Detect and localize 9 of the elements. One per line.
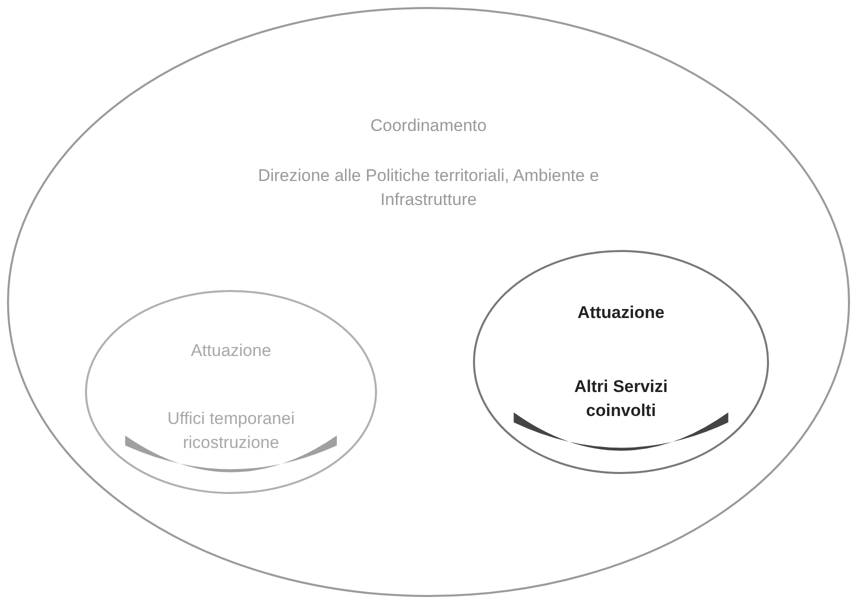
ellipse-heading: Coordinamento [369, 115, 488, 137]
ellipse-heading: Attuazione [190, 340, 272, 362]
ellipse-text: Uffici temporanei ricostruzione [166, 408, 296, 454]
ellipse-text: Direzione alle Politiche territoriali, Ambiente e Infrastrutture [256, 165, 600, 211]
ellipse-text: Altri Servizi coinvolti [573, 376, 669, 422]
ellipse-heading: Attuazione [576, 302, 666, 324]
outer-ellipse [6, 6, 851, 598]
inner-ellipse [84, 289, 378, 495]
inner-ellipse [472, 249, 770, 475]
